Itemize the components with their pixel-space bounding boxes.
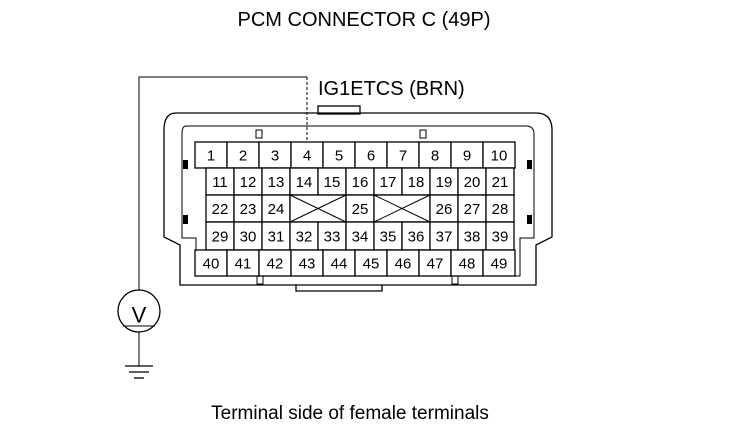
terminal-cell xyxy=(401,221,431,251)
caption: Terminal side of female terminals xyxy=(211,403,489,424)
terminal-number: 24 xyxy=(268,201,285,218)
terminal-number: 3 xyxy=(271,148,279,165)
bottom-foot-left xyxy=(256,276,264,285)
terminal-number: 29 xyxy=(212,229,229,246)
side-lock-left-bottom xyxy=(183,215,188,224)
terminal-number: 37 xyxy=(436,229,453,246)
terminal-cell xyxy=(429,167,459,196)
terminal-number: 12 xyxy=(240,174,257,191)
terminal-number: 33 xyxy=(324,229,341,246)
terminal-number: 45 xyxy=(363,256,380,273)
blank-cavity-cross xyxy=(289,194,347,223)
terminal-number: 25 xyxy=(352,201,369,218)
terminal-number: 30 xyxy=(240,229,257,246)
terminal-number: 6 xyxy=(367,148,375,165)
terminal-number: 46 xyxy=(395,256,412,273)
terminal-cell xyxy=(290,141,324,169)
terminal-number: 28 xyxy=(492,201,509,218)
terminal-number: 22 xyxy=(212,201,229,218)
terminal-number: 43 xyxy=(299,256,316,273)
terminal-number: 36 xyxy=(408,229,425,246)
terminal-number: 21 xyxy=(492,174,509,191)
terminal-cell xyxy=(205,194,235,223)
terminal-number: 19 xyxy=(436,174,453,191)
terminal-number: 1 xyxy=(207,148,215,165)
terminal-number: 47 xyxy=(427,256,444,273)
terminal-number: 44 xyxy=(331,256,348,273)
terminal-number: 40 xyxy=(203,256,220,273)
terminal-number: 13 xyxy=(268,174,285,191)
terminal-cell xyxy=(194,141,228,169)
terminal-number: 38 xyxy=(464,229,481,246)
terminal-number: 8 xyxy=(431,148,439,165)
terminal-number: 26 xyxy=(436,201,453,218)
side-lock-left-top xyxy=(183,160,188,169)
terminal-number: 14 xyxy=(296,174,313,191)
terminal-number: 5 xyxy=(335,148,343,165)
voltmeter-symbol: V xyxy=(132,303,147,328)
terminal-number: 15 xyxy=(324,174,341,191)
terminal-number: 34 xyxy=(352,229,369,246)
terminal-cell xyxy=(482,249,516,277)
terminal-number: 31 xyxy=(268,229,285,246)
terminal-number: 41 xyxy=(235,256,252,273)
terminal-number: 11 xyxy=(212,174,228,191)
connector-inner-wall xyxy=(181,125,535,277)
terminal-number: 4 xyxy=(303,148,311,165)
terminal-cell xyxy=(290,249,324,277)
terminal-cell xyxy=(205,167,235,196)
connector-latch xyxy=(317,105,361,115)
side-lock-right-top xyxy=(527,160,532,169)
terminal-number: 17 xyxy=(380,174,397,191)
terminal-number: 32 xyxy=(296,229,313,246)
key-left xyxy=(255,129,263,139)
terminal-number: 23 xyxy=(240,201,257,218)
terminal-number: 35 xyxy=(380,229,397,246)
connector-housing xyxy=(163,112,553,286)
terminal-number: 16 xyxy=(352,174,369,191)
terminal-number: 20 xyxy=(464,174,481,191)
terminal-number: 48 xyxy=(459,256,476,273)
terminal-cell xyxy=(457,221,487,251)
terminal-cell xyxy=(354,141,388,169)
bottom-foot-right xyxy=(451,276,459,285)
terminal-number: 18 xyxy=(408,174,425,191)
probe-wire xyxy=(138,76,307,290)
terminal-cell xyxy=(258,141,292,169)
terminal-cell xyxy=(418,249,452,277)
terminal-cell xyxy=(450,141,484,169)
wire-label: IG1ETCS (BRN) xyxy=(318,78,465,100)
terminal-number: 39 xyxy=(492,229,509,246)
terminal-cell xyxy=(226,249,260,277)
ground-icon xyxy=(125,365,153,379)
terminal-cell xyxy=(485,167,515,196)
terminal-number: 42 xyxy=(267,256,284,273)
terminal-number: 7 xyxy=(399,148,407,165)
key-right xyxy=(419,129,427,139)
side-lock-right-bottom xyxy=(527,215,532,224)
terminal-cell xyxy=(485,221,515,251)
terminal-cell xyxy=(194,249,228,277)
terminal-number: 2 xyxy=(239,148,247,165)
terminal-cell xyxy=(354,249,388,277)
terminal-number: 9 xyxy=(463,148,471,165)
terminal-cell xyxy=(233,167,263,196)
bottom-tab xyxy=(295,285,383,292)
terminal-number: 10 xyxy=(491,148,508,165)
terminal-number: 27 xyxy=(464,201,481,218)
blank-cavity-cross xyxy=(373,194,431,223)
terminal-number: 49 xyxy=(491,256,508,273)
diagram-title: PCM CONNECTOR C (49P) xyxy=(238,9,491,31)
